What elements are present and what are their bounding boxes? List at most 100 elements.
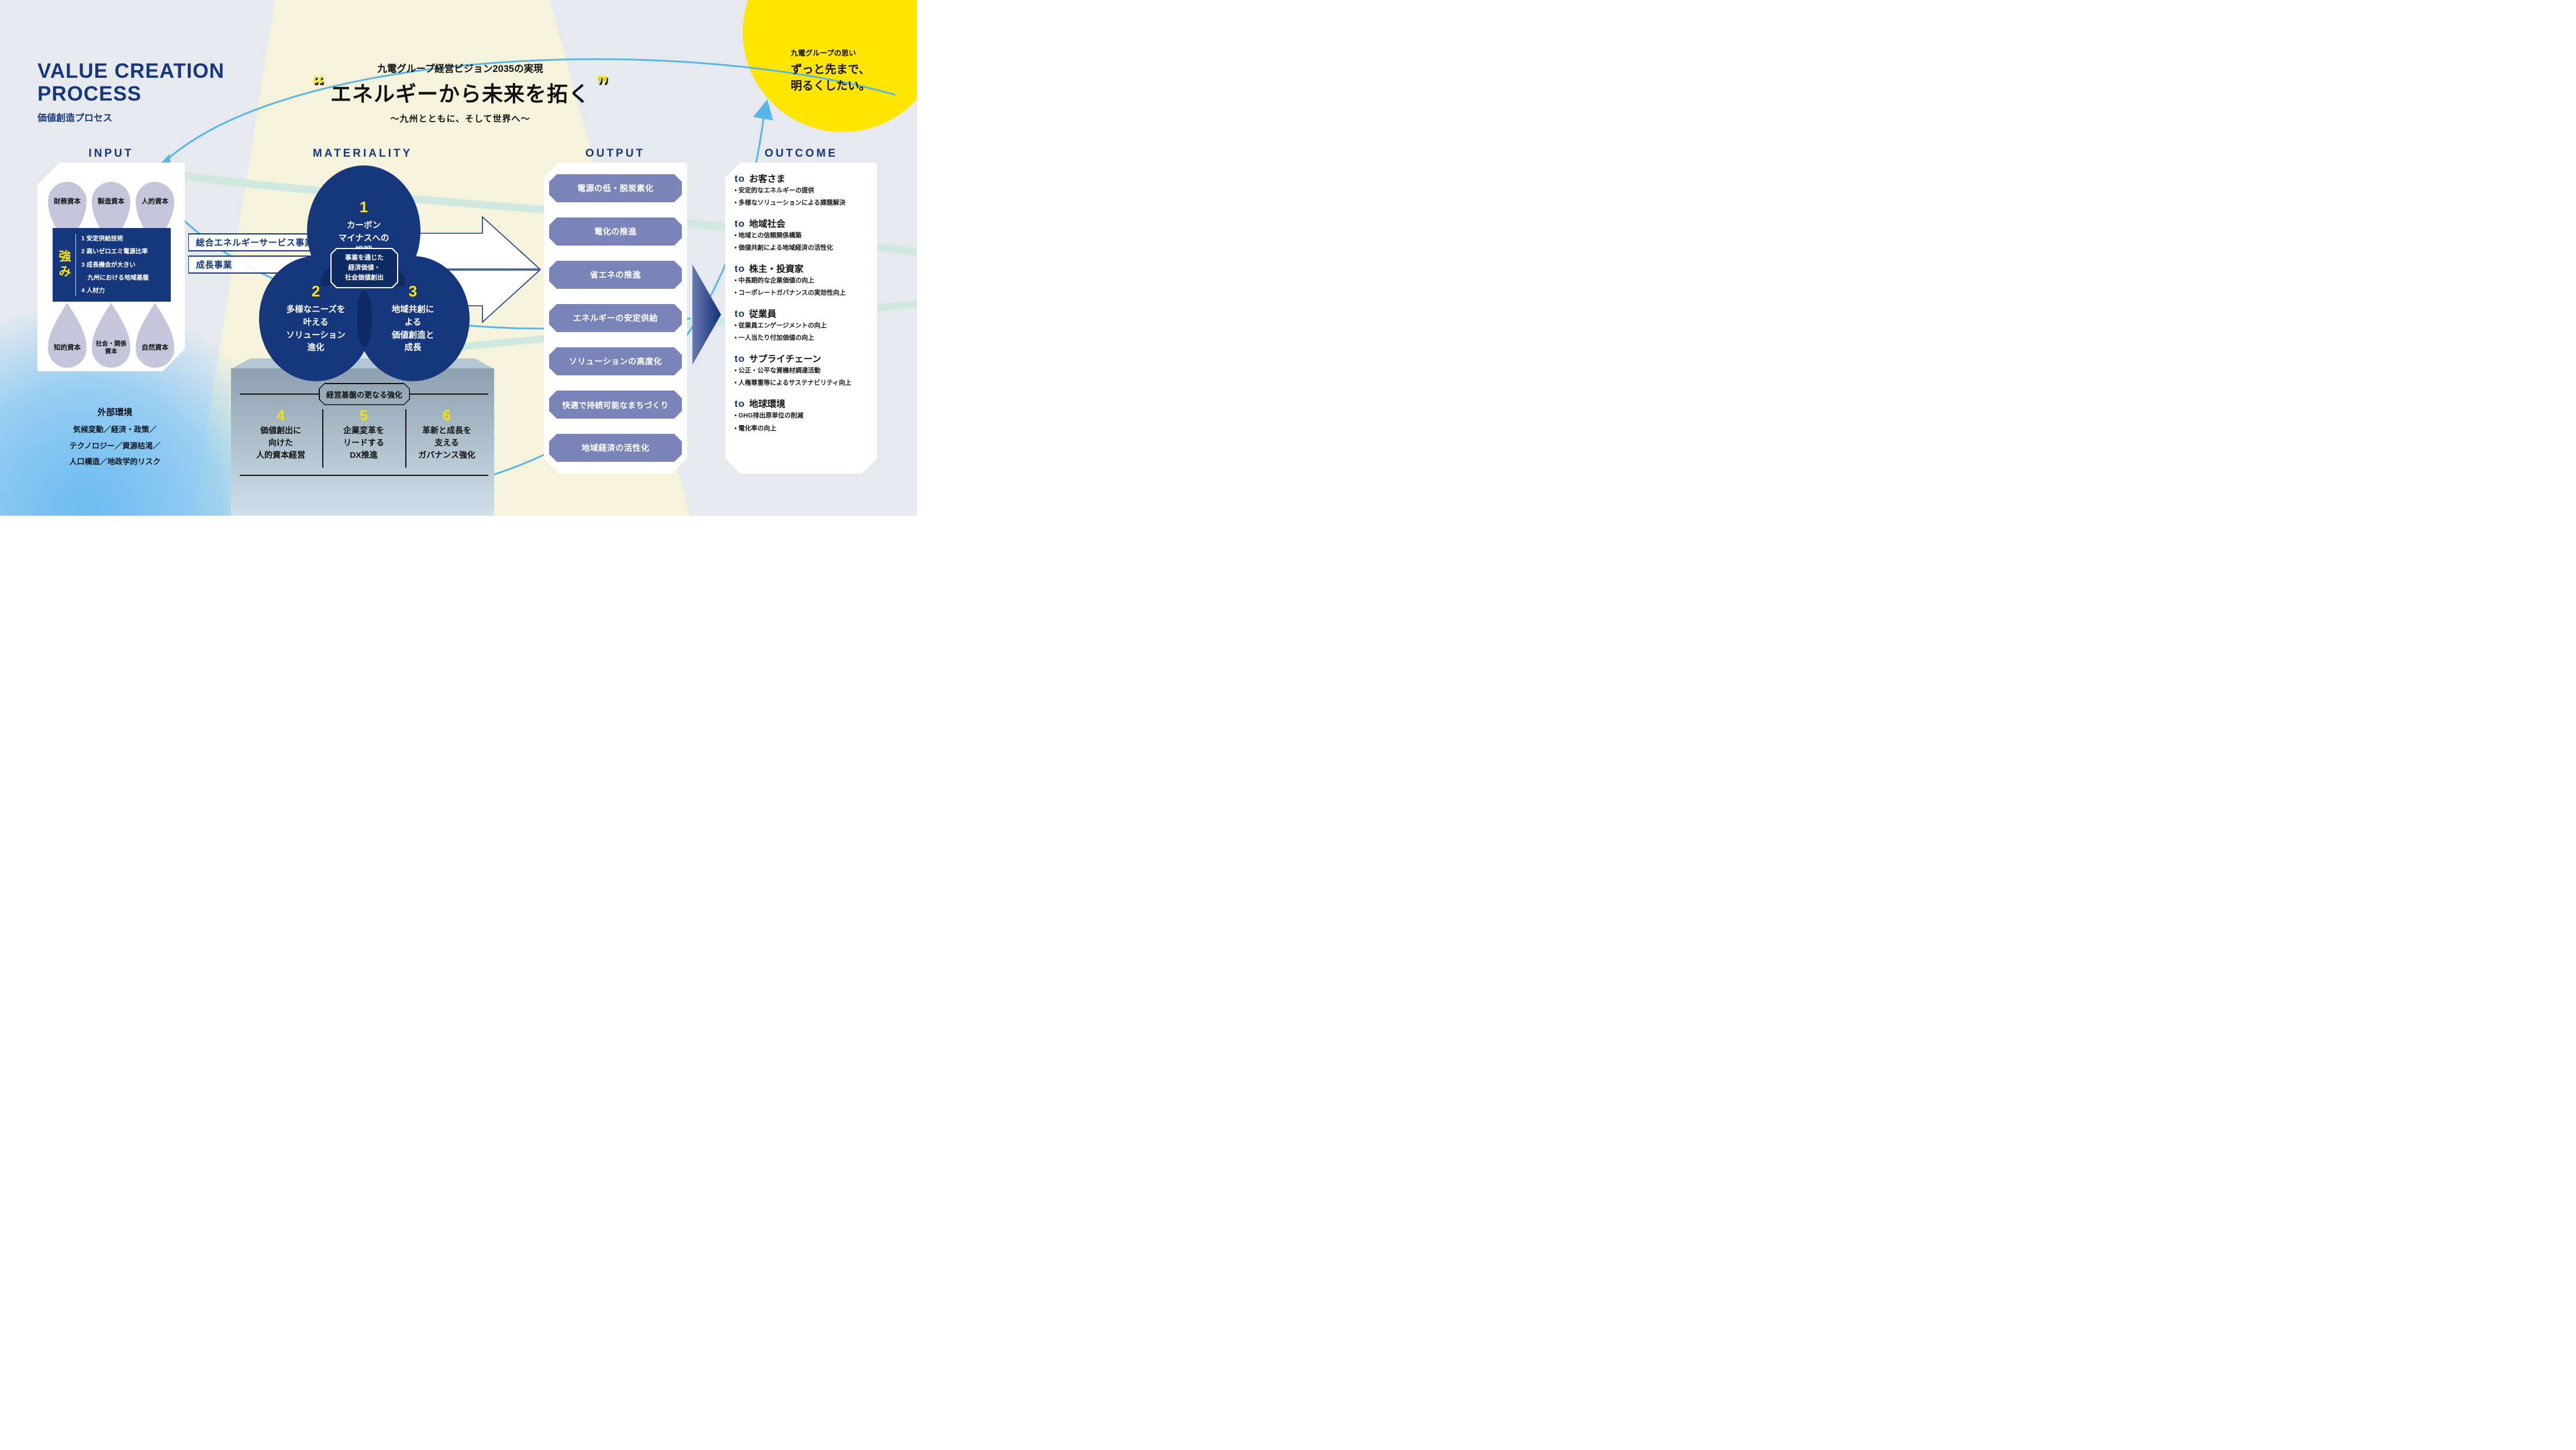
foundation-text: 向けた [268, 438, 293, 447]
output-item: 電源の低・脱炭素化 [549, 174, 682, 202]
capital-label: 人的資本 [142, 198, 168, 205]
outcome-bullet: 安定的なエネルギーの提供 [734, 185, 873, 197]
circle-text: カーボン [347, 220, 381, 230]
circle-text: マイナスへの [338, 233, 389, 243]
circle-number: 2 [311, 282, 320, 300]
shared-value-box: 事業を通じた 経済価値・ 社会価値創出 [330, 248, 398, 288]
outcome-group-investors: to 株主・投資家 中長期的な企業価値の向上 コーポレートガバナンスの実効性向上 [734, 262, 873, 299]
outcome-bullet: コーポレートガバナンスの実効性向上 [734, 287, 873, 299]
divider [409, 393, 488, 395]
foundation-item-5: 5 企業変革を リードする DX推進 [320, 408, 408, 461]
teardrop-up-icon [136, 303, 174, 368]
cycle-arc-top [158, 58, 896, 168]
shared-value-line: 経済価値・ [348, 264, 381, 271]
outcome-to: to [734, 218, 746, 230]
outcome-name: 株主・投資家 [749, 264, 804, 275]
thought-label: 九電グループの思い [791, 49, 856, 57]
outcome-to: to [734, 398, 746, 410]
output-list: 電源の低・脱炭素化 電化の推進 省エネの推進 エネルギーの安定供給 ソリューショ… [544, 163, 687, 474]
outcome-name: 地球環境 [749, 399, 786, 410]
foundation-text: ガバナンス強化 [418, 450, 475, 460]
circle-text: 地域共創に [391, 305, 434, 315]
output-item: 省エネの推進 [549, 261, 682, 289]
vision-eyebrow: 九電グループ経営ビジョン2035の実現 [377, 64, 543, 74]
output-to-outcome-arrow-icon [692, 264, 721, 365]
outcome-group-community: to 地域社会 地域との信頼関係構築 価値共創による地域経済の活性化 [734, 217, 873, 254]
foundation-title-box: 経営基盤の更なる強化 [319, 383, 410, 405]
circle-number: 1 [359, 198, 368, 216]
quote-open-icon: “ [311, 71, 325, 99]
outcome-bullet: 中長期的な企業価値の向上 [734, 275, 873, 287]
outcome-name: お客さま [749, 174, 786, 184]
circle-text: 成長 [404, 343, 422, 353]
circle-overlap [357, 291, 372, 347]
outcome-bullet: 人権尊重等によるサステナビリティ向上 [734, 377, 873, 389]
section-header-outcome: OUTCOME [764, 147, 838, 160]
external-title: 外部環境 [97, 408, 133, 417]
divider [240, 475, 488, 476]
foundation-text: 革新と成長を [422, 426, 471, 435]
circle-text: 価値創造と [391, 330, 434, 340]
thought-line2: 明るくしたい。 [791, 80, 871, 93]
quote-close-icon: ” [596, 71, 609, 99]
capital-drop-social: 社会・関係 資本 [92, 303, 130, 368]
vision-statement: 九電グループ経営ビジョン2035の実現 “ エネルギーから未来を拓く ” ～九州… [283, 61, 637, 125]
strengths-label: 強み [57, 250, 71, 280]
capital-label: 製造資本 [98, 198, 125, 205]
title-subtitle: 価値創造プロセス [37, 113, 113, 124]
foundation-text: リードする [343, 438, 384, 447]
foundation-item-4: 4 価値創出に 向けた 人的資本経営 [237, 408, 325, 461]
outcome-list: to お客さま 安定的なエネルギーの提供 多様なソリューションによる課題解決 t… [725, 163, 877, 474]
foundation-text: 価値創出に [260, 426, 301, 435]
teardrop-up-icon [92, 303, 130, 368]
capital-label: 財務資本 [54, 198, 81, 205]
capital-label: 社会・関係 資本 [88, 336, 134, 360]
divider [405, 409, 406, 468]
outcome-bullet: GHG排出原単位の削減 [734, 410, 873, 422]
shared-value-line: 事業を通じた [345, 254, 384, 261]
section-header-materiality: MATERIALITY [312, 147, 413, 160]
output-item: ソリューションの高度化 [549, 347, 682, 375]
outcome-bullet: 地域との信頼関係構築 [734, 230, 873, 242]
output-item: 快適で持続可能なまちづくり [549, 391, 682, 419]
outcome-to: to [734, 173, 746, 184]
output-item: エネルギーの安定供給 [549, 304, 682, 332]
foundation-text: 人的資本経営 [256, 450, 305, 460]
circle-text: よる [404, 317, 422, 327]
capital-label-line2: 資本 [105, 348, 118, 355]
foundation-item-6: 6 革新と成長を 支える ガバナンス強化 [403, 408, 491, 461]
outcome-group-customers: to お客さま 安定的なエネルギーの提供 多様なソリューションによる課題解決 [734, 172, 873, 209]
outcome-bullet: 従業員エンゲージメントの向上 [734, 320, 873, 332]
foundation-title: 経営基盤の更なる強化 [320, 384, 409, 405]
divider [322, 409, 323, 468]
strengths-box: 強み 1 安定供給技術 2 高いゼロエミ電源比率 3 成長機会が大きい 九州にお… [53, 228, 171, 302]
section-header-input: INPUT [88, 147, 134, 160]
outcome-bullet: 公正・公平な資機材調達活動 [734, 365, 873, 377]
outcome-group-employees: to 従業員 従業員エンゲージメントの向上 一人当たり付加価値の向上 [734, 307, 873, 344]
outcome-name: サプライチェーン [749, 354, 822, 365]
outcome-to: to [734, 263, 746, 275]
foundation-text: DX推進 [350, 450, 378, 460]
circle-number: 3 [408, 282, 418, 300]
foundation-number: 5 [360, 408, 368, 424]
strengths-list: 1 安定供給技術 2 高いゼロエミ電源比率 3 成長機会が大きい 九州における地… [81, 235, 149, 294]
foundation-text: 支える [434, 438, 459, 447]
external-line: テクノロジー／資源枯渇／ [69, 441, 161, 450]
circle-text: ソリューション [286, 330, 346, 340]
outcome-name: 地域社会 [749, 219, 786, 230]
arrowhead-to-outcome-icon [753, 99, 773, 120]
capital-label-line1: 社会・関係 [95, 340, 127, 347]
circle-text: 進化 [307, 343, 325, 353]
capital-drop-intellectual: 知的資本 [48, 303, 87, 368]
circle-text: 叶える [303, 317, 329, 327]
outcome-group-environment: to 地球環境 GHG排出原単位の削減 電化率の向上 [734, 397, 873, 434]
teardrop-up-icon [48, 303, 87, 368]
title-line2: PROCESS [37, 82, 142, 106]
title-line1: VALUE CREATION [37, 60, 225, 82]
capital-label: 知的資本 [54, 344, 81, 351]
divider [75, 234, 76, 296]
group-thought: 九電グループの思い ずっと先まで、 明るくしたい。 [791, 47, 871, 95]
outcome-group-supply-chain: to サプライチェーン 公正・公平な資機材調達活動 人権尊重等によるサステナビリ… [734, 352, 873, 389]
outcome-bullet: 価値共創による地域経済の活性化 [734, 242, 873, 254]
divider [240, 393, 319, 395]
